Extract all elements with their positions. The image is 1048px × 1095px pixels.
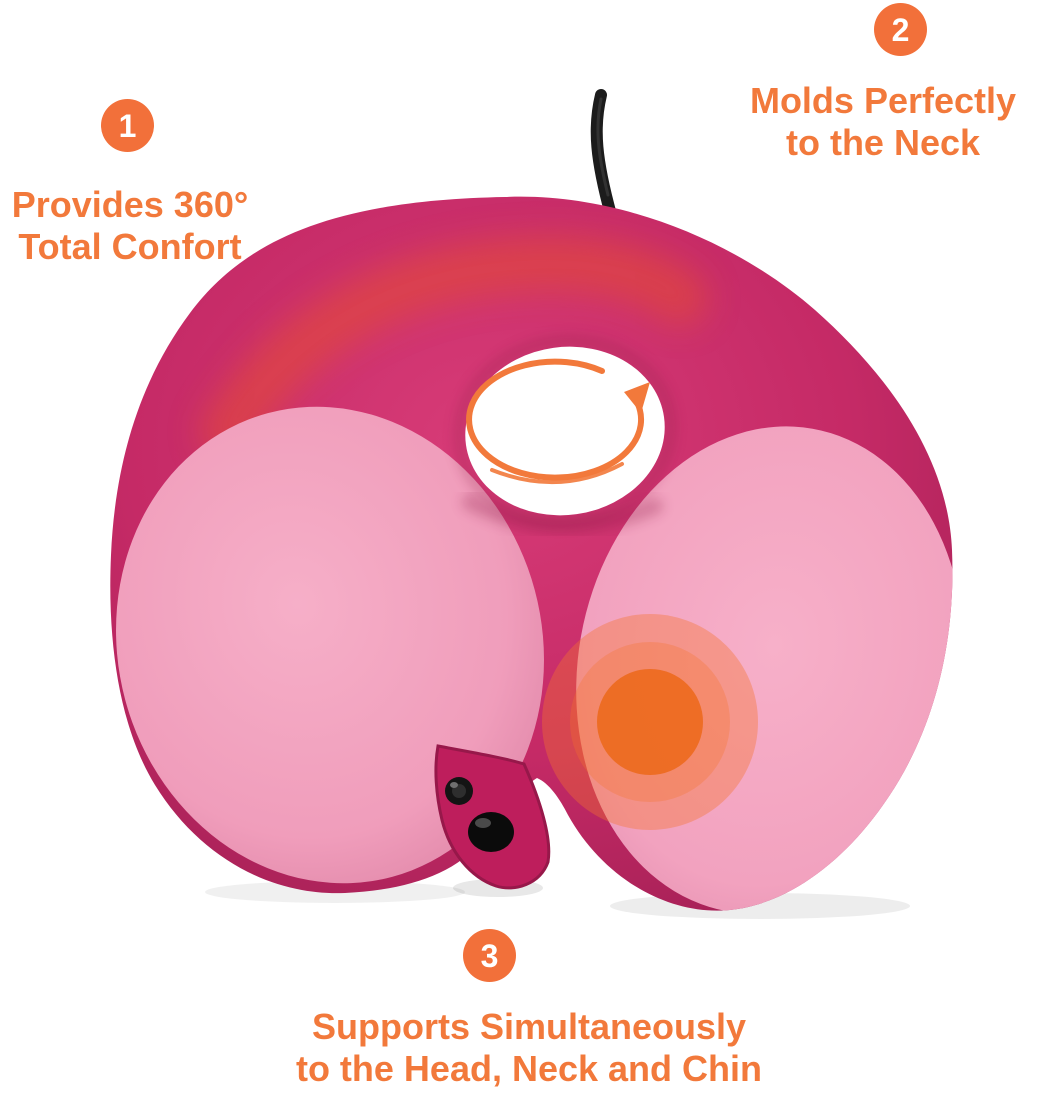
callout-1-number: 1 [118,107,137,144]
rotation-arrow-icon [466,358,650,485]
hanging-cord [590,89,617,221]
support-rings-icon [542,614,758,830]
callout-2-number: 2 [891,11,910,48]
callout-3-badge: 3 [463,929,516,982]
callout-1-line-2: Total Confort [18,225,242,267]
neck-hole-rim [454,335,676,527]
callout-2-line-1: Molds Perfectly [749,80,1017,121]
callout-1-line-1: Provides 360° [11,184,249,225]
callout-2-text: Molds Perfectly to the Neck [733,80,1033,164]
callout-1-text: Provides 360° Total Confort [0,184,268,268]
callout-3-text: Supports Simultaneously to the Head, Nec… [169,1006,889,1090]
right-lobe [576,426,953,911]
snap-strap [434,744,551,890]
snap-button-small [445,777,473,805]
callout-3-line-1: Supports Simultaneously [311,1006,747,1047]
snap-button-large [468,812,514,852]
heat-glow [200,235,708,460]
callout-2-badge: 2 [874,3,927,56]
callout-3-line-2: to the Head, Neck and Chin [295,1047,763,1089]
callout-2-line-2: to the Neck [785,121,981,163]
callout-1-badge: 1 [101,99,154,152]
callout-3-number: 3 [480,937,499,974]
